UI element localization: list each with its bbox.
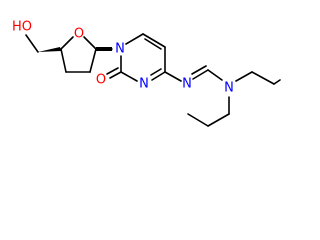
n1-label: N <box>115 42 125 57</box>
bond-ch2-c5-wedge <box>38 47 61 52</box>
bond-c5-c4 <box>60 48 67 73</box>
bond-amine-propyl2-b <box>207 113 230 127</box>
bond-c3-c1 <box>89 48 97 73</box>
bonds <box>25 33 281 127</box>
bond-c5-ring-o <box>60 36 74 50</box>
bond-c2-o-inner <box>106 67 119 75</box>
bond-amine-propyl1-c <box>273 79 281 85</box>
atom-labels: HO O N O N N N <box>12 20 234 96</box>
bond-c4-imine-n <box>164 71 182 82</box>
molecule-structure: HO O N O N N N <box>12 20 281 127</box>
bond-c4-n3-inner <box>150 68 162 76</box>
ring-oxygen-label: O <box>74 27 84 42</box>
hydroxyl-label: HO <box>12 20 32 35</box>
imine-n-label: N <box>182 77 192 92</box>
bond-amine-propyl1-b <box>251 71 275 85</box>
molecule-canvas: HO O N O N N N <box>11 19 281 127</box>
bond-c6-c5 <box>142 33 166 48</box>
bond-ring-o-c1 <box>83 36 97 50</box>
bond-n1-c6 <box>125 33 144 45</box>
bond-amine-propyl2-c <box>187 113 209 127</box>
amine-n-label: N <box>224 81 234 96</box>
bond-amine-propyl1-a <box>235 71 253 82</box>
bond-ho-ch2 <box>25 34 39 53</box>
bond-ch-amine-n <box>207 69 223 81</box>
n3-label: N <box>139 77 149 92</box>
bond-c4-n3 <box>151 71 166 81</box>
bond-c2-o <box>109 71 122 79</box>
bond-imine-n-ch <box>192 69 209 80</box>
bond-c6-c5-inner <box>144 38 162 50</box>
bond-n3-c2 <box>120 71 138 82</box>
bond-imine-n-ch-inner <box>191 65 207 75</box>
carbonyl-oxygen-label: O <box>96 73 106 88</box>
